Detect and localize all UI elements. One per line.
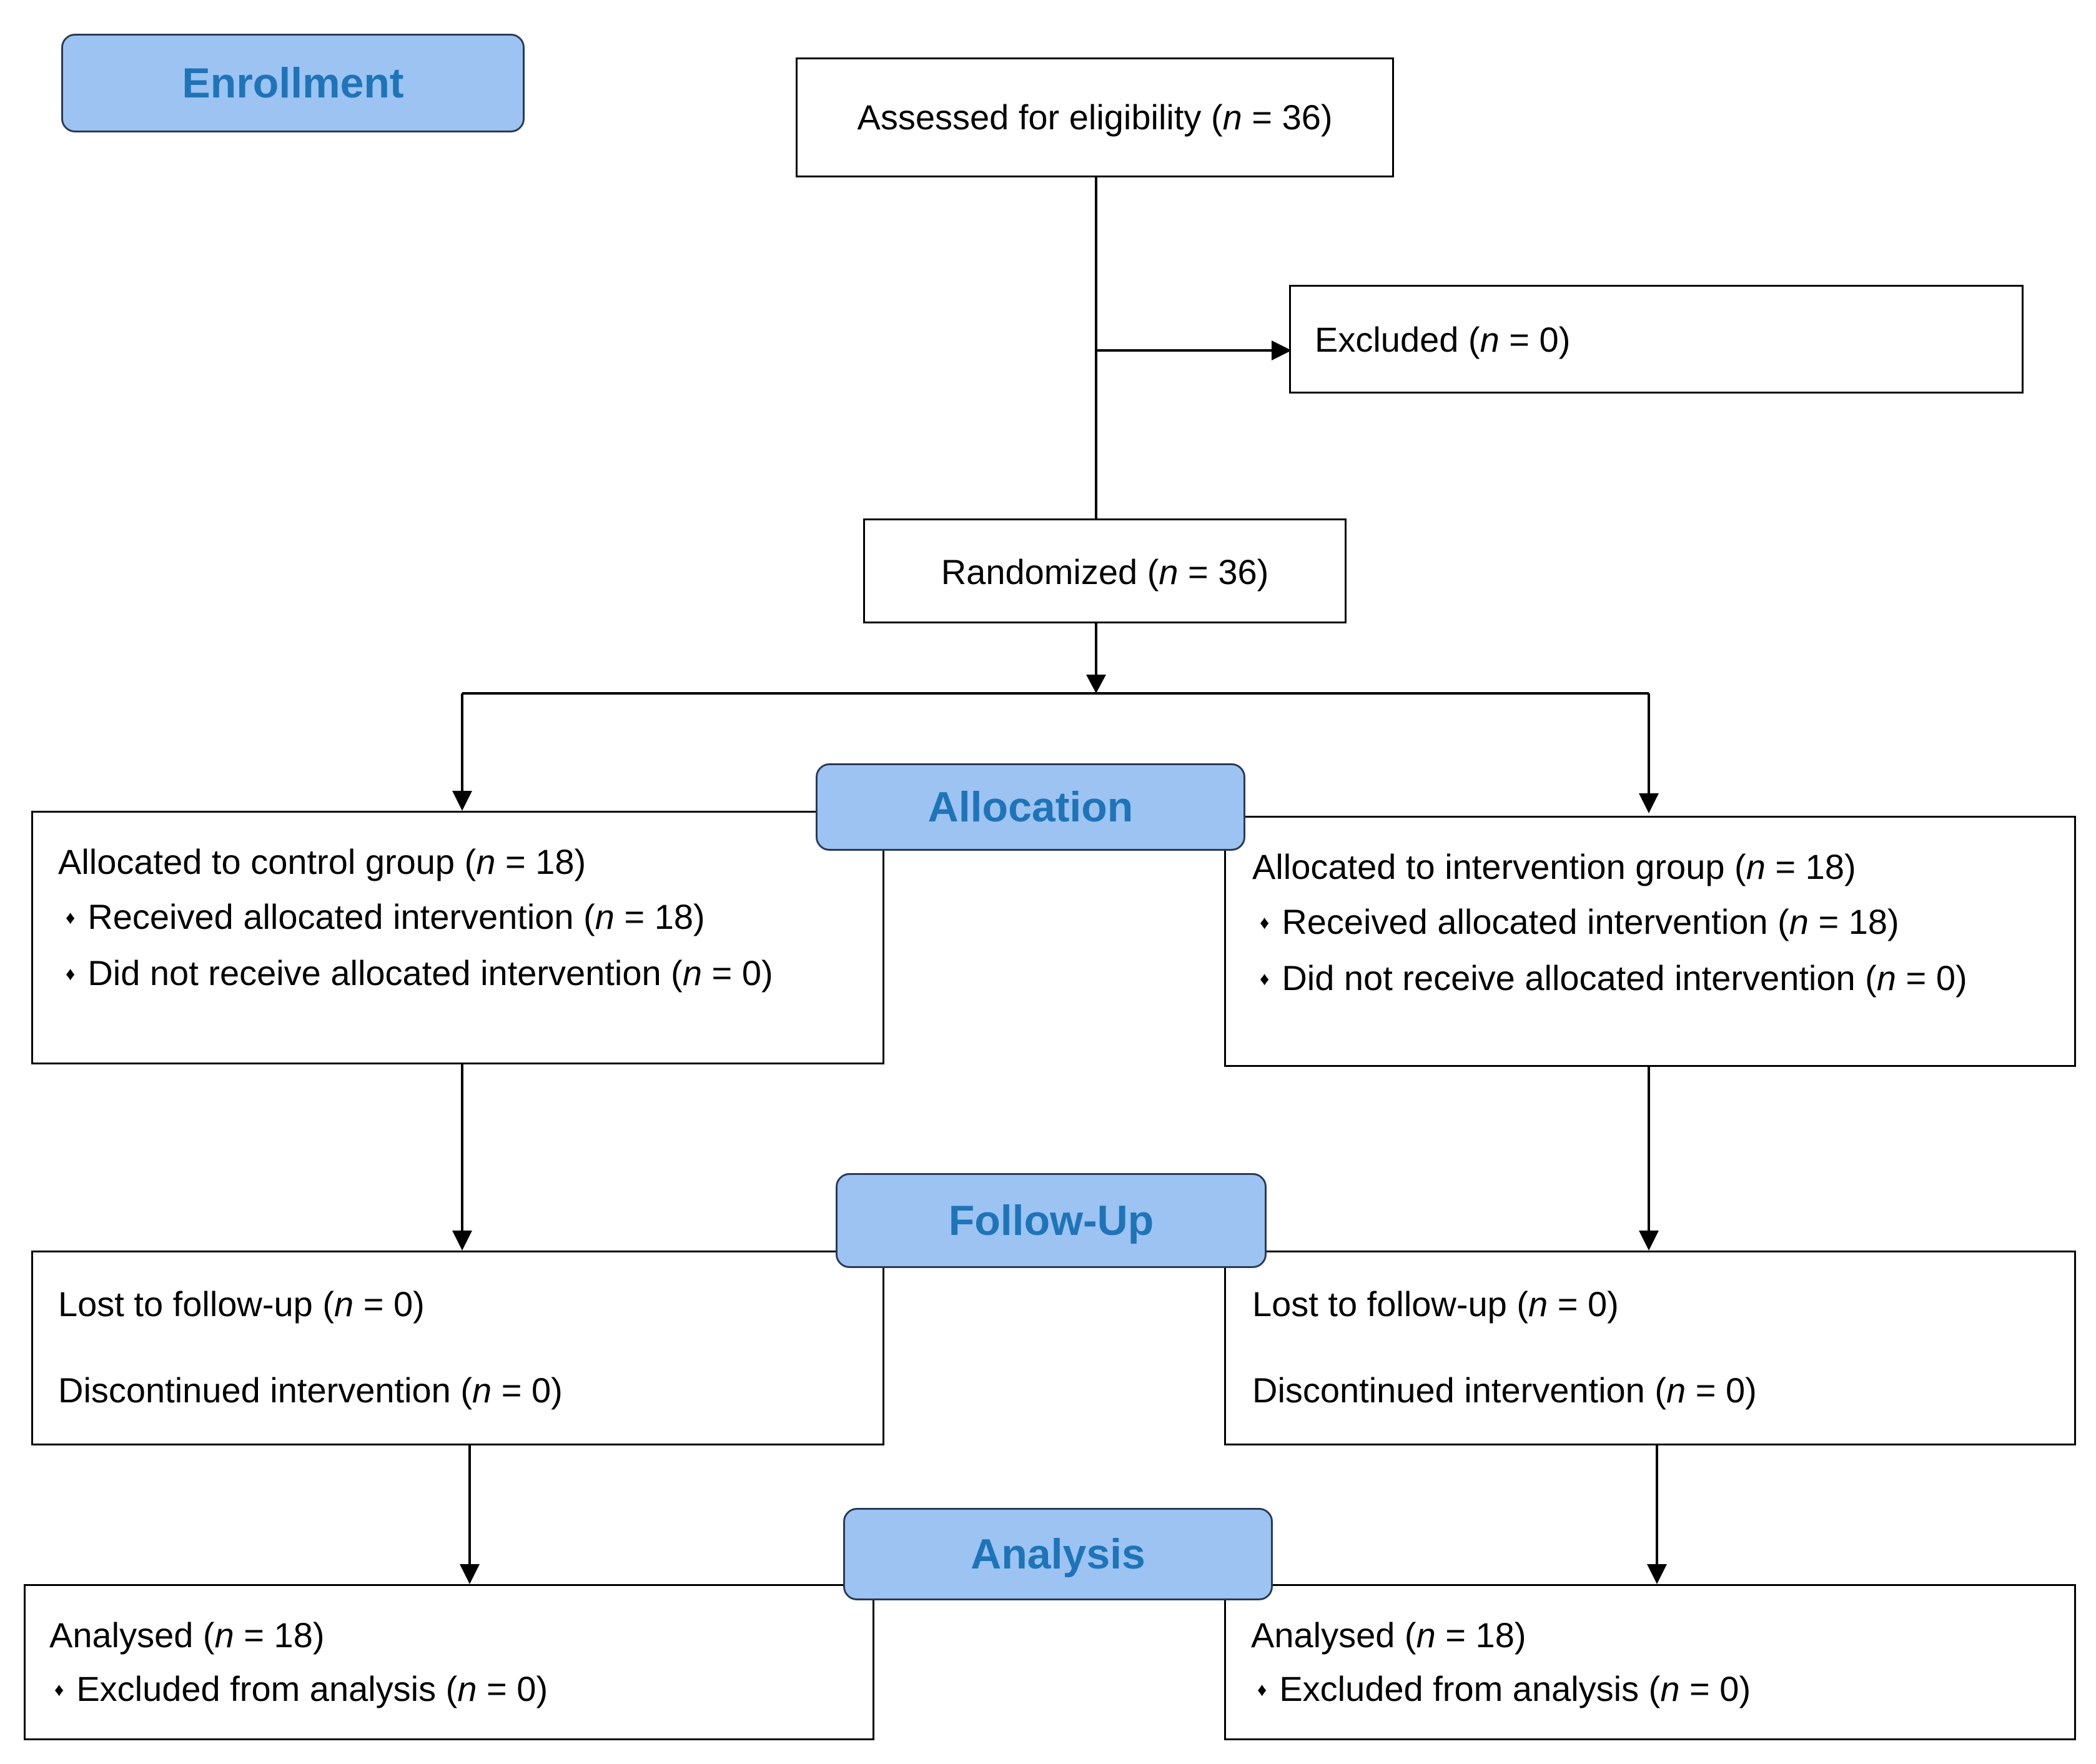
stage-analysis-label: Analysis [971,1530,1145,1578]
stage-allocation: Allocation [816,763,1245,851]
diamond-bullet-icon: ♦ [1260,969,1270,990]
control-followup-box: Lost to follow-up (n = 0) Discontinued i… [31,1251,884,1445]
control-analysis-box: Analysed (n = 18) ♦Excluded from analysi… [24,1584,874,1740]
excluded-box: Excluded (n = 0) [1289,285,2024,394]
arrowhead-control-allocation [452,791,472,811]
diamond-bullet-icon: ♦ [1260,913,1270,934]
intervention-discontinued-text: Discontinued intervention (n = 0) [1252,1370,1757,1410]
arrowhead-intervention-followup [1639,1231,1659,1251]
intervention-followup-box: Lost to follow-up (n = 0) Discontinued i… [1224,1251,2076,1445]
diamond-bullet-icon: ♦ [54,1680,64,1701]
intervention-allocated-text: Allocated to intervention group (n = 18) [1252,847,1856,886]
assessed-text: Assessed for eligibility (n = 36) [857,97,1333,137]
control-discontinued-text: Discontinued intervention (n = 0) [58,1370,563,1410]
intervention-received-text: ♦Received allocated intervention (n = 18… [1260,900,1899,946]
diamond-bullet-icon: ♦ [66,964,76,985]
intervention-excluded-analysis-text: ♦Excluded from analysis (n = 0) [1257,1667,1751,1713]
arrowhead-intervention-analysis [1647,1564,1667,1584]
control-excluded-analysis-text: ♦Excluded from analysis (n = 0) [54,1667,548,1713]
control-received-text: ♦Received allocated intervention (n = 18… [66,895,705,941]
randomized-box: Randomized (n = 36) [863,518,1347,623]
control-analysed-text: Analysed (n = 18) [49,1615,325,1655]
diamond-bullet-icon: ♦ [66,908,76,929]
control-lost-text: Lost to follow-up (n = 0) [58,1284,425,1324]
stage-enrollment-label: Enrollment [182,59,404,107]
intervention-lost-text: Lost to follow-up (n = 0) [1252,1284,1619,1324]
stage-analysis: Analysis [843,1508,1273,1600]
control-allocated-text: Allocated to control group (n = 18) [58,842,586,881]
control-allocation-box: Allocated to control group (n = 18) ♦Rec… [31,811,884,1064]
diamond-bullet-icon: ♦ [1257,1680,1267,1701]
arrowhead-control-analysis [460,1564,480,1584]
intervention-analysed-text: Analysed (n = 18) [1251,1615,1526,1655]
assessed-box: Assessed for eligibility (n = 36) [796,57,1394,177]
control-not-received-text: ♦Did not receive allocated intervention … [66,951,773,998]
intervention-not-received-text: ♦Did not receive allocated intervention … [1260,956,1967,1003]
intervention-allocation-box: Allocated to intervention group (n = 18)… [1224,816,2076,1067]
stage-enrollment: Enrollment [61,34,525,132]
stage-follow-up-label: Follow-Up [948,1197,1154,1244]
excluded-text: Excluded (n = 0) [1315,320,1571,359]
arrowhead-excluded [1272,340,1292,360]
arrowhead-intervention-allocation [1639,793,1659,813]
randomized-text: Randomized (n = 36) [941,552,1269,592]
arrowhead-control-followup [452,1231,472,1251]
stage-allocation-label: Allocation [927,783,1134,831]
stage-follow-up: Follow-Up [836,1173,1267,1268]
intervention-analysis-box: Analysed (n = 18) ♦Excluded from analysi… [1224,1584,2076,1740]
arrowhead-split [1086,675,1106,693]
